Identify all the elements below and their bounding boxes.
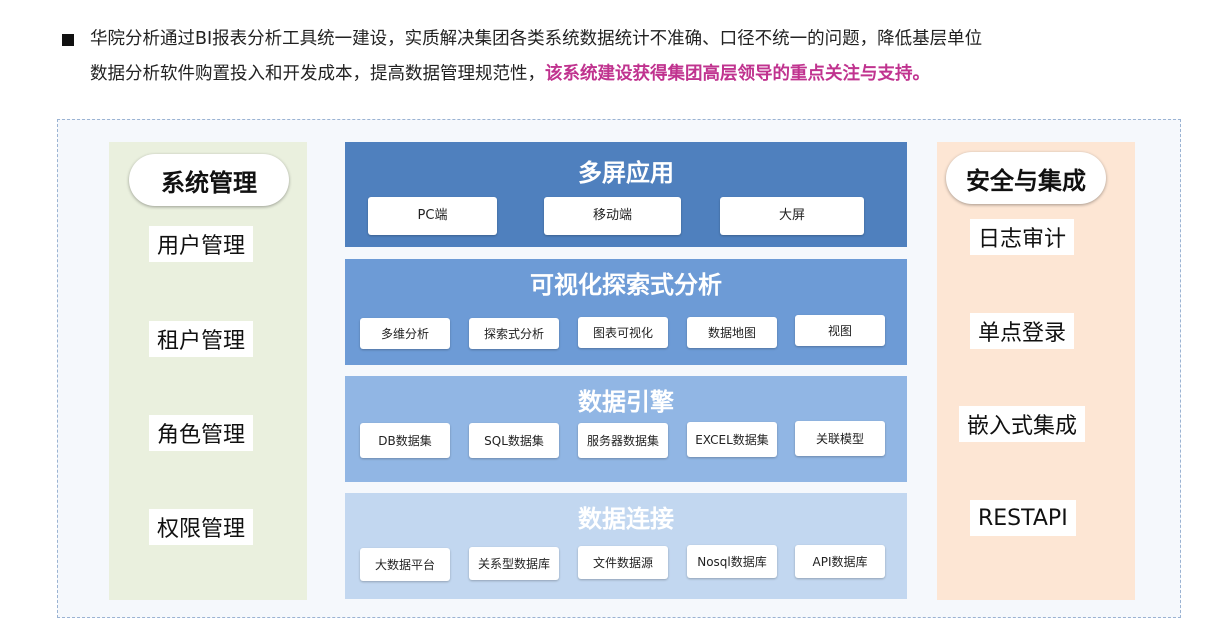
chip-nosql-database: Nosql数据库: [687, 545, 777, 578]
intro-line-1: 华院分析通过BI报表分析工具统一建设，实质解决集团各类系统数据统计不准确、口径不…: [90, 29, 983, 49]
right-item-embedded-integration: 嵌入式集成: [959, 406, 1086, 442]
chip-relational-database: 关系型数据库: [469, 547, 559, 580]
chip-association-model: 关联模型: [795, 421, 885, 456]
left-item-user-management: 用户管理: [149, 226, 254, 262]
square-bullet-icon: [62, 34, 74, 46]
layer-data-engine: 数据引擎 DB数据集 SQL数据集 服务器数据集 EXCEL数据集 关联模型: [345, 376, 907, 482]
layer-visual-analysis: 可视化探索式分析 多维分析 探索式分析 图表可视化 数据地图 视图: [345, 259, 907, 365]
right-item-sso: 单点登录: [970, 313, 1075, 349]
chip-data-map: 数据地图: [687, 317, 777, 348]
chip-api-database: API数据库: [795, 545, 885, 578]
chip-view: 视图: [795, 315, 885, 346]
chip-excel-dataset: EXCEL数据集: [687, 422, 777, 457]
layer-data-connection: 数据连接 大数据平台 关系型数据库 文件数据源 Nosql数据库 API数据库: [345, 493, 907, 599]
layer-multi-screen: 多屏应用 PC端 移动端 大屏: [345, 142, 907, 247]
layer-visual-analysis-title: 可视化探索式分析: [530, 271, 722, 299]
chip-pc: PC端: [368, 197, 497, 235]
chip-big-data-platform: 大数据平台: [360, 548, 450, 581]
chip-exploratory-analysis: 探索式分析: [469, 318, 559, 349]
chip-large-screen: 大屏: [720, 197, 864, 235]
layer-data-connection-title: 数据连接: [578, 505, 674, 533]
right-item-log-audit: 日志审计: [970, 219, 1075, 255]
security-integration-panel: 安全与集成 日志审计 单点登录 嵌入式集成 RESTAPI: [937, 142, 1135, 600]
chip-sql-dataset: SQL数据集: [469, 423, 559, 458]
security-integration-title: 安全与集成: [946, 152, 1106, 204]
left-item-role-management: 角色管理: [149, 415, 254, 451]
intro-line-2: 数据分析软件购置投入和开发成本，提高数据管理规范性，该系统建设获得集团高层领导的…: [90, 57, 930, 92]
right-item-restapi: RESTAPI: [970, 500, 1076, 536]
system-management-panel: 系统管理 用户管理 租户管理 角色管理 权限管理: [109, 142, 307, 600]
left-item-permission-management: 权限管理: [149, 509, 254, 545]
chip-chart-visualization: 图表可视化: [578, 317, 668, 348]
left-item-tenant-management: 租户管理: [149, 321, 254, 357]
layer-data-engine-title: 数据引擎: [578, 388, 674, 416]
intro-line-2-text: 数据分析软件购置投入和开发成本，提高数据管理规范性，: [90, 64, 545, 84]
chip-server-dataset: 服务器数据集: [578, 423, 668, 458]
intro-highlight: 该系统建设获得集团高层领导的重点关注与支持。: [545, 64, 930, 84]
chip-file-datasource: 文件数据源: [578, 546, 668, 579]
chip-db-dataset: DB数据集: [360, 423, 450, 458]
chip-mobile: 移动端: [544, 197, 681, 235]
layer-multi-screen-title: 多屏应用: [578, 159, 674, 187]
chip-multidimensional-analysis: 多维分析: [360, 318, 450, 349]
system-management-title: 系统管理: [129, 154, 289, 206]
